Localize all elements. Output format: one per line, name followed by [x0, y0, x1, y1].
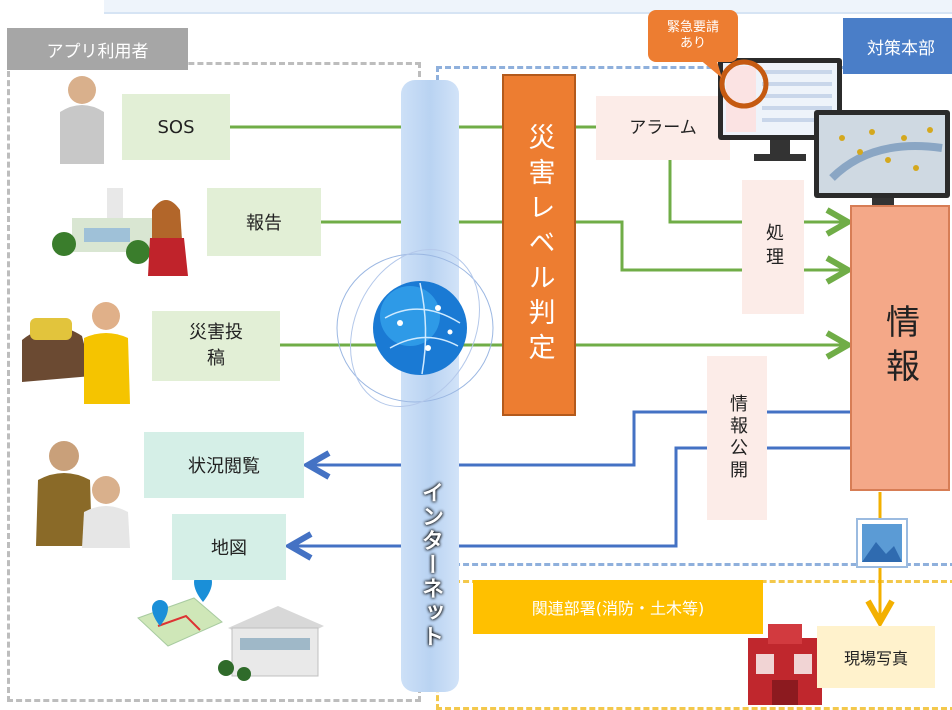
map-building-icon — [137, 572, 324, 681]
viewer-couple-icon — [36, 441, 130, 548]
alarm-box: アラーム — [596, 96, 730, 160]
map-box: 地図 — [172, 514, 286, 580]
fire-station-icon — [748, 624, 822, 705]
information-box: 情報 — [850, 205, 950, 491]
related-dept-label: 関連部署(消防・土木等) — [473, 580, 763, 634]
disaster-post-box: 災害投 稿 — [152, 311, 280, 381]
emergency-request-callout: 緊急要請 あり — [648, 10, 738, 62]
site-photo-box: 現場写真 — [817, 626, 935, 688]
disaster-reporter-icon — [22, 302, 130, 404]
internet-label: インターネット — [418, 481, 443, 649]
internet-column — [401, 80, 459, 692]
top-banner-strip — [104, 0, 952, 14]
hq-label: 対策本部 — [843, 18, 952, 74]
globe-icon — [336, 248, 494, 408]
user-person-icon — [60, 76, 104, 164]
monitor-icon — [718, 58, 842, 161]
sos-box: SOS — [122, 94, 230, 160]
report-line — [321, 220, 848, 270]
status-view-line — [308, 410, 850, 465]
app-users-label: アプリ利用者 — [7, 28, 188, 70]
facility-and-woman-icon — [52, 188, 188, 276]
publish-box: 情報公開 — [707, 356, 767, 520]
report-box: 報告 — [207, 188, 321, 256]
photo-icon — [856, 518, 908, 568]
disaster-level-box: 災害レベル判定 — [502, 74, 576, 416]
callout-tail — [698, 58, 722, 78]
processing-box: 処理 — [742, 180, 804, 314]
status-view-box: 状況閲覧 — [144, 432, 304, 498]
